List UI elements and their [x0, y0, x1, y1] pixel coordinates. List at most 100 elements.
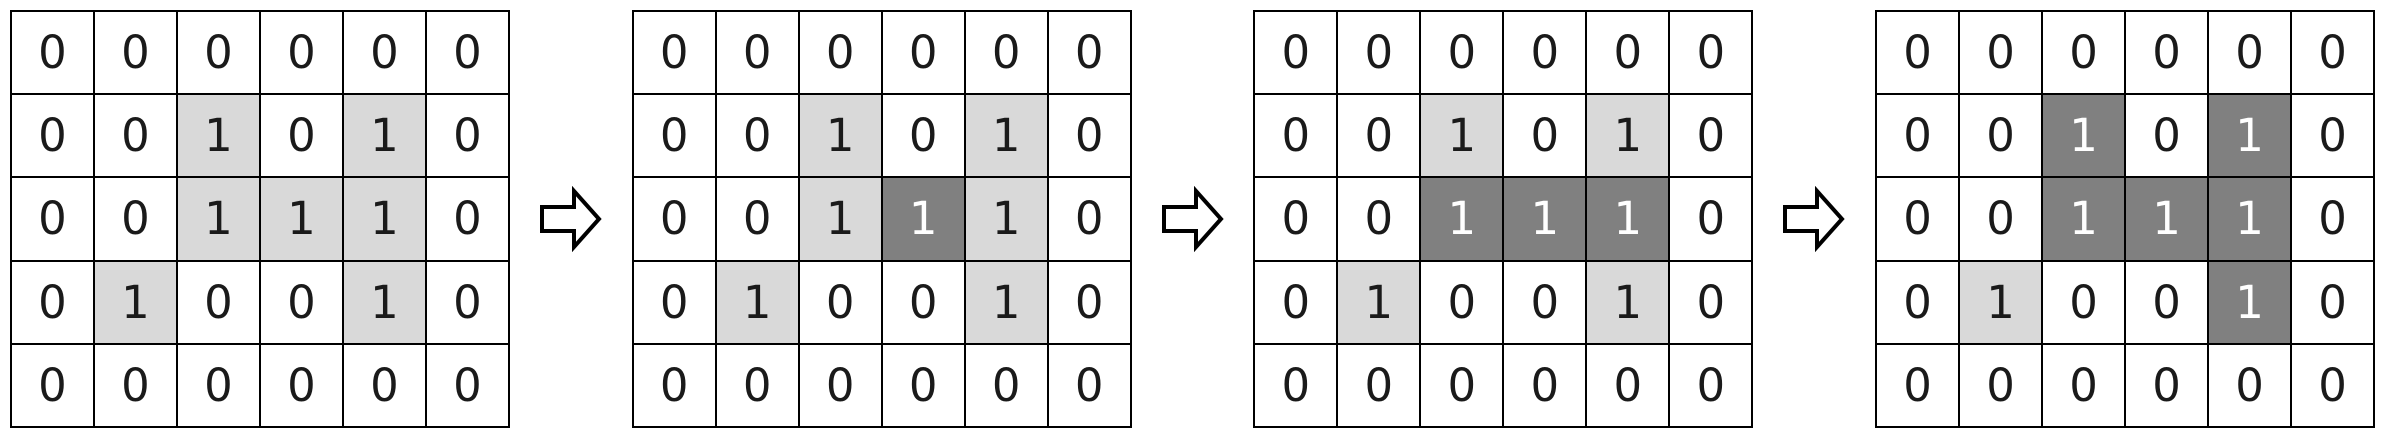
grid-cell: 1	[1337, 260, 1421, 344]
grid-cell: 0	[260, 11, 343, 95]
grid-cell: 0	[1586, 343, 1670, 427]
grid-cell: 0	[1876, 260, 1960, 344]
grid-cell: 1	[177, 177, 260, 261]
grid-cell: 0	[343, 343, 426, 427]
grid-cell: 0	[632, 177, 716, 261]
grid-cell: 0	[715, 343, 799, 427]
grid-cell: 0	[1337, 11, 1421, 95]
grid-cell: 1	[343, 94, 426, 178]
grid-cell: 0	[881, 94, 965, 178]
grid-cell: 0	[11, 11, 94, 95]
grid-cell: 1	[1586, 260, 1670, 344]
grid-cell: 1	[2042, 177, 2126, 261]
grid-cell: 1	[1959, 260, 2043, 344]
grid-cell: 1	[964, 94, 1048, 178]
grid-cell: 0	[343, 11, 426, 95]
grid-cell: 0	[1959, 177, 2043, 261]
arrow-right-icon	[1783, 186, 1845, 252]
grid-cell: 0	[11, 177, 94, 261]
grid-cell: 0	[1876, 343, 1960, 427]
grid-cell: 0	[1669, 343, 1753, 427]
grid-cell: 1	[1420, 94, 1504, 178]
grid-cell: 0	[1876, 11, 1960, 95]
grid-cell: 1	[2125, 177, 2209, 261]
grid-cell: 0	[2291, 94, 2375, 178]
grid-cell: 0	[1669, 260, 1753, 344]
grid-cell: 0	[94, 177, 177, 261]
grid-cell: 0	[1337, 177, 1421, 261]
grid-cell: 0	[2291, 260, 2375, 344]
grid-cell: 0	[2125, 11, 2209, 95]
grid-cell: 0	[1876, 177, 1960, 261]
grid-cell: 1	[715, 260, 799, 344]
grid-cell: 1	[2208, 177, 2292, 261]
grid-cell: 1	[94, 260, 177, 344]
grid-cell: 0	[1254, 260, 1338, 344]
grid-cell: 0	[1337, 343, 1421, 427]
arrow-right-icon	[1161, 186, 1224, 252]
grid-cell: 0	[715, 11, 799, 95]
arrow-gap-2	[1132, 0, 1254, 438]
grid-cell: 0	[1254, 177, 1338, 261]
grid-cell: 0	[2291, 11, 2375, 95]
grid-cell: 1	[1586, 177, 1670, 261]
grid-cell: 0	[632, 343, 716, 427]
grid-cell: 0	[2042, 11, 2126, 95]
grid-cell: 1	[1503, 177, 1587, 261]
grid-cell: 0	[11, 94, 94, 178]
grid-cell: 0	[632, 260, 716, 344]
grid-cell: 1	[343, 177, 426, 261]
grid-cell: 0	[1047, 94, 1131, 178]
grid-cell: 0	[798, 343, 882, 427]
grid-cell: 1	[177, 94, 260, 178]
grid-cell: 1	[798, 177, 882, 261]
grid-cell: 1	[798, 94, 882, 178]
grid-cell: 0	[1254, 11, 1338, 95]
grid-cell: 0	[1420, 343, 1504, 427]
grid-cell: 0	[2125, 260, 2209, 344]
grid-cell: 0	[426, 260, 509, 344]
grid-cell: 0	[11, 260, 94, 344]
grid-cell: 0	[426, 177, 509, 261]
grid-cell: 0	[1047, 177, 1131, 261]
grid-cell: 0	[1669, 94, 1753, 178]
grid-cell: 0	[632, 11, 716, 95]
grid-cell: 0	[426, 11, 509, 95]
grid-cell: 0	[94, 343, 177, 427]
grid-cell: 0	[2291, 177, 2375, 261]
grid-cell: 0	[1047, 260, 1131, 344]
grid-cell: 1	[1586, 94, 1670, 178]
grid-cell: 1	[2208, 260, 2292, 344]
grid-cell: 0	[715, 177, 799, 261]
grid-cell: 0	[1337, 94, 1421, 178]
grid-cell: 0	[1503, 260, 1587, 344]
grid-cell: 0	[1586, 11, 1670, 95]
grid-cell: 0	[881, 11, 965, 95]
grid-cell: 0	[1669, 177, 1753, 261]
grid-cell: 0	[1254, 343, 1338, 427]
grid-cell: 0	[964, 343, 1048, 427]
grid-cell: 0	[1503, 11, 1587, 95]
grid-cell: 0	[1959, 94, 2043, 178]
grid-cell: 0	[2208, 343, 2292, 427]
grid-cell: 0	[1876, 94, 1960, 178]
grid-cell: 0	[1047, 11, 1131, 95]
grid-cell: 1	[1420, 177, 1504, 261]
grid-cell: 0	[260, 260, 343, 344]
grid-cell: 0	[632, 94, 716, 178]
grid-cell: 0	[715, 94, 799, 178]
grid-cell: 0	[1959, 11, 2043, 95]
grid-cell: 1	[343, 260, 426, 344]
grid-cell: 0	[964, 11, 1048, 95]
grid-cell: 1	[964, 260, 1048, 344]
grid-cell: 0	[94, 11, 177, 95]
grid-cell: 0	[881, 260, 965, 344]
grid-cell: 0	[2125, 94, 2209, 178]
grid-cell: 0	[177, 11, 260, 95]
arrow-right-icon	[539, 186, 602, 252]
grid-cell: 0	[1959, 343, 2043, 427]
